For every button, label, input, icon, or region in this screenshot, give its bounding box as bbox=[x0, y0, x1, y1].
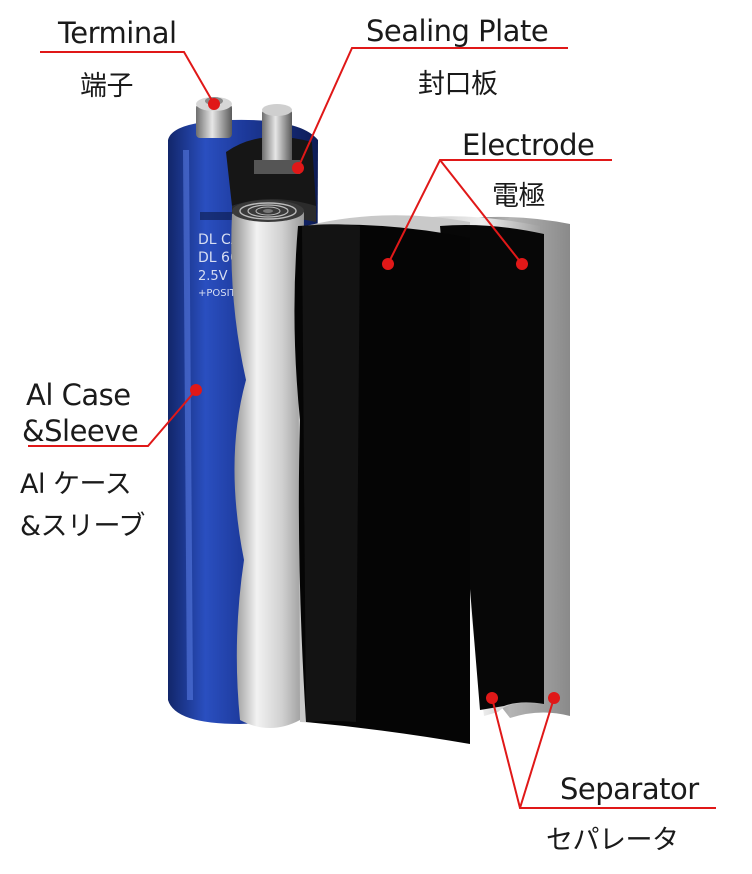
leader-dots bbox=[190, 98, 560, 704]
case-label-jp-line1: Al ケース bbox=[20, 469, 132, 500]
separator-dot-left bbox=[486, 692, 498, 704]
case-leader-line bbox=[28, 389, 197, 447]
sealing-plate-dot bbox=[292, 162, 304, 174]
case-print-line4: +POSITIVE bbox=[198, 288, 252, 299]
sealing-plate-leader-line bbox=[297, 47, 568, 169]
sealing-plate-label-jp: 封口板 bbox=[418, 69, 498, 100]
terminal-leader-line bbox=[40, 51, 215, 105]
case-print-line1: DL CA bbox=[198, 232, 241, 248]
sealing-plate-label-en: Sealing Plate bbox=[366, 14, 549, 48]
electrode-dot-right bbox=[516, 258, 528, 270]
terminal-dot bbox=[208, 98, 220, 110]
leader-lines bbox=[28, 47, 716, 809]
terminal-label-en: Terminal bbox=[58, 16, 177, 50]
electrode-roll bbox=[231, 200, 304, 728]
separator-label-en: Separator bbox=[560, 772, 699, 806]
electrode-label-jp: 電極 bbox=[492, 181, 546, 212]
terminal-label-jp: 端子 bbox=[80, 71, 134, 102]
case-label-en-line1: Al Case bbox=[26, 378, 131, 412]
electrode-label-en: Electrode bbox=[462, 128, 595, 162]
case-label-jp-line2: &スリーブ bbox=[20, 511, 145, 542]
electrode-dot-left bbox=[382, 258, 394, 270]
separator-leader-line-right bbox=[519, 697, 555, 809]
electrode-sheets bbox=[294, 224, 544, 744]
separator-label-jp: セパレータ bbox=[546, 825, 679, 856]
separator-dot-right bbox=[548, 692, 560, 704]
case-dot bbox=[190, 384, 202, 396]
case-label-en-line2: &Sleeve bbox=[22, 414, 139, 448]
electrode-leader-line-right bbox=[439, 159, 523, 265]
